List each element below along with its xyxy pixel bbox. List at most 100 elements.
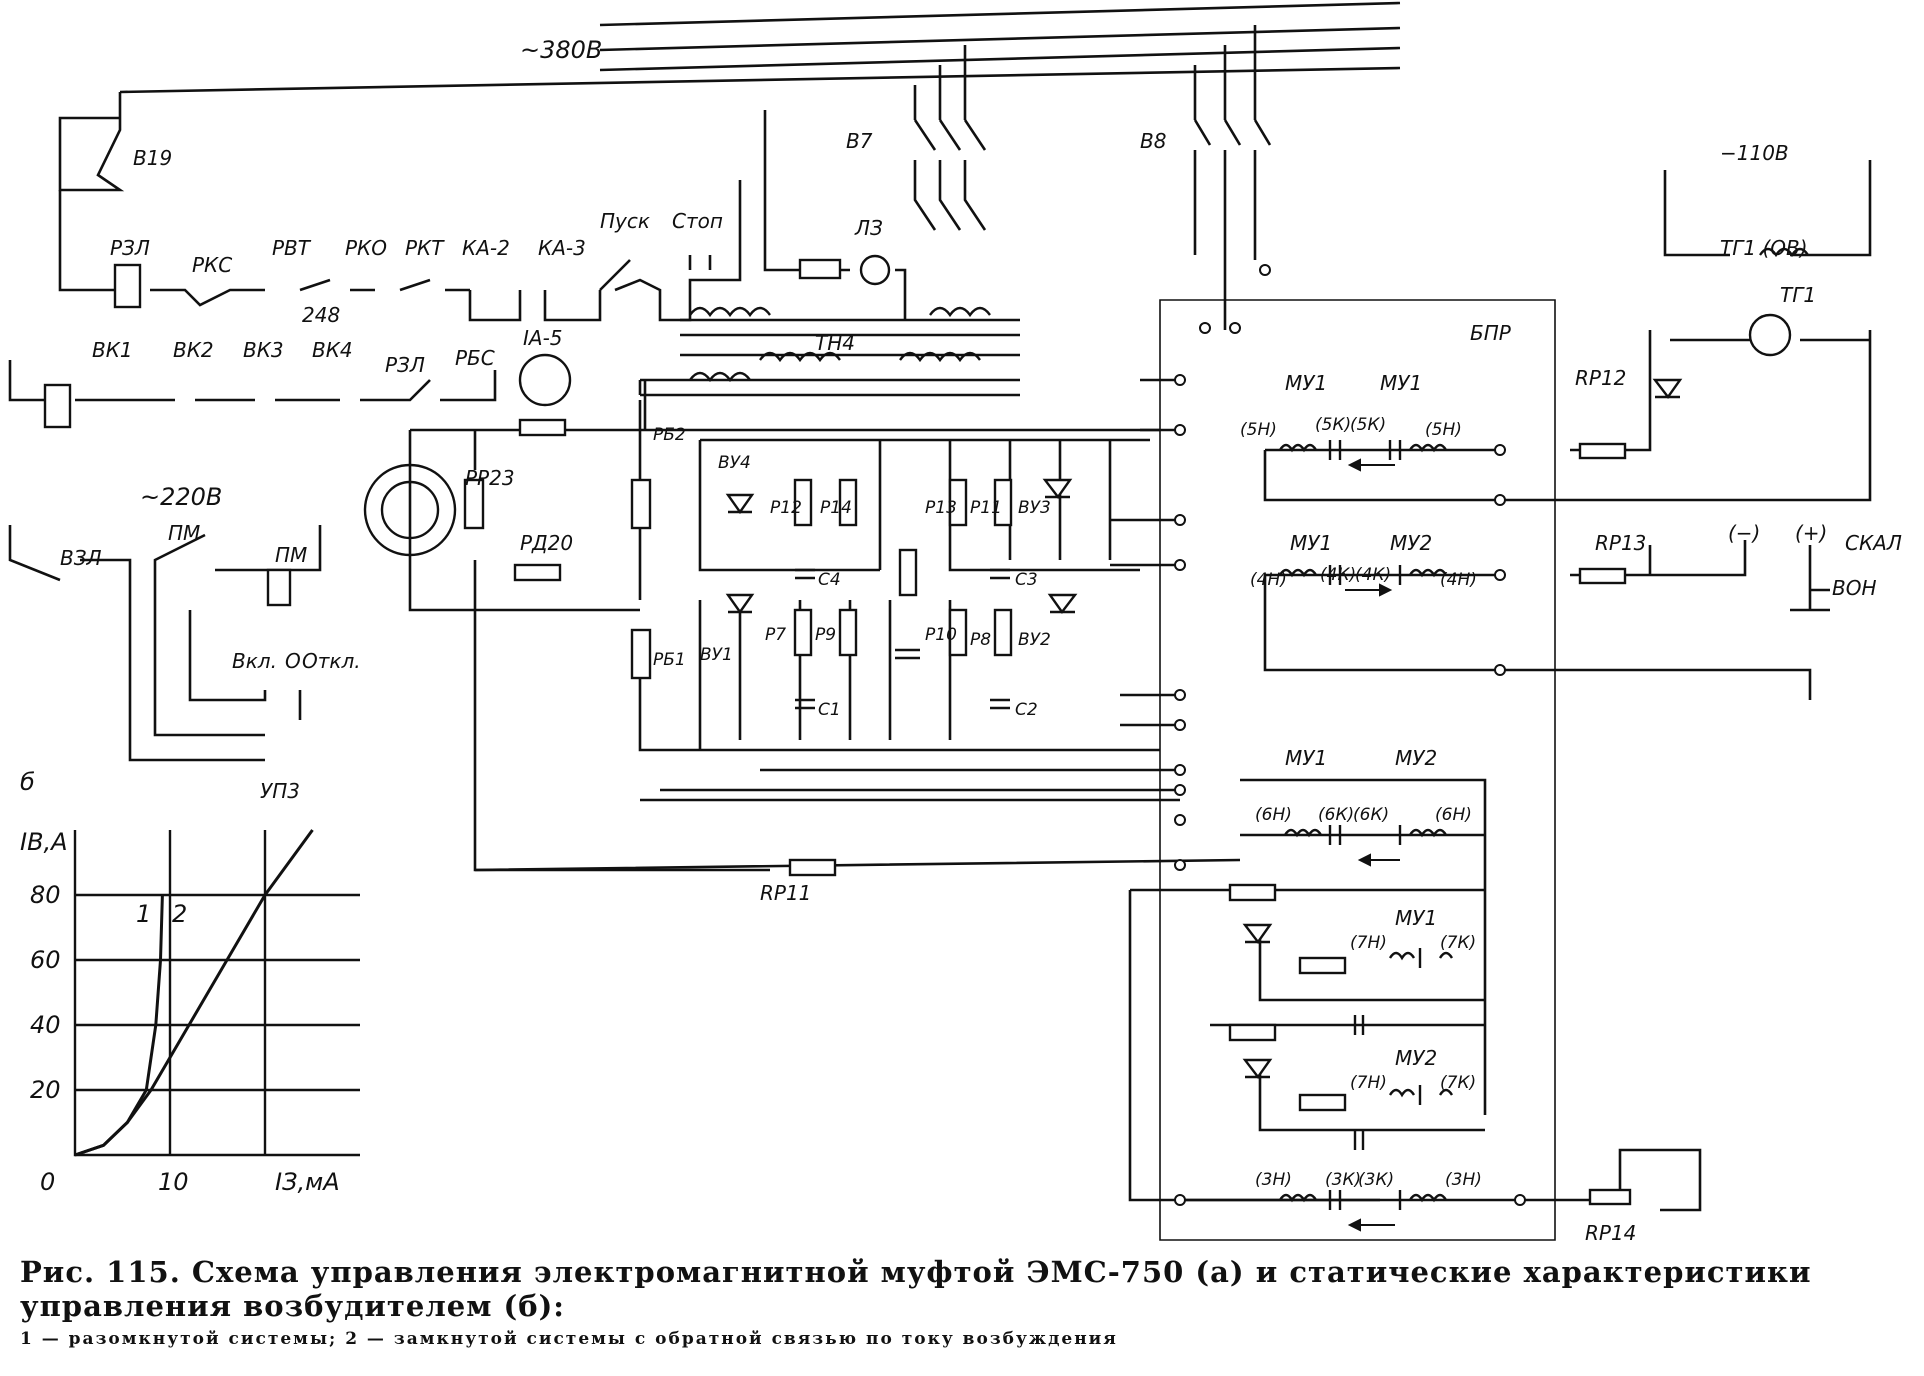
label-3h-a: (3Н): [1255, 1170, 1292, 1190]
label-pvt: РВТ: [272, 236, 312, 260]
label-stop: Стоп: [672, 209, 723, 233]
label-5h-b: (5Н): [1425, 420, 1462, 440]
label-mu1-c: МУ1: [1290, 531, 1332, 555]
label-v3l: ВЗЛ: [60, 546, 102, 570]
label-vk4: ВК4: [312, 338, 353, 362]
label-pkc: РКС: [192, 253, 232, 277]
label-7k-a: (7К): [1440, 933, 1476, 953]
label-pkt: РКТ: [405, 236, 445, 260]
label-p14: Р14: [820, 498, 852, 518]
component-labels: ~380В В19 В7 В8 ЛЗ ТН4 БПР −110В ТГ1 (ОВ…: [60, 36, 1902, 1245]
chart-ytick-label: 80: [30, 881, 61, 909]
label-up3: УП3: [260, 779, 300, 803]
curve-1-label: 1: [136, 900, 151, 928]
label-5k-a: (5К): [1315, 415, 1351, 435]
label-vk1: ВК1: [92, 338, 133, 362]
label-ia5: IА-5: [523, 326, 563, 350]
label-mu2-d: МУ2: [1395, 746, 1437, 770]
label-ka2: КА-2: [462, 236, 510, 260]
label-6h-b: (6Н): [1435, 805, 1472, 825]
label-248: 248: [302, 303, 340, 327]
label-7k-b: (7К): [1440, 1073, 1476, 1093]
label-pb1: РБ1: [653, 650, 686, 670]
label-v110: −110В: [1720, 141, 1789, 165]
label-otkl: Откл.: [302, 649, 361, 673]
chart-ytick-label: 60: [30, 946, 61, 974]
chart-series-2: [74, 829, 314, 1157]
label-tg1ov: ТГ1 (ОВ): [1720, 236, 1808, 260]
label-c2: С2: [1015, 700, 1038, 720]
label-5k-b: (5К): [1350, 415, 1386, 435]
label-4k-a: (4К): [1320, 565, 1356, 585]
label-pusk: Пуск: [600, 209, 650, 233]
label-4k-b: (4К): [1355, 565, 1391, 585]
label-p8: Р8: [970, 630, 991, 650]
label-minus: (−): [1728, 521, 1760, 545]
caption-title: Рис. 115. Схема управления электромагнит…: [20, 1255, 1812, 1323]
label-vkl: Вкл.: [232, 649, 277, 673]
chart-xtick-label: 10: [158, 1168, 189, 1196]
label-mu1-e: МУ1: [1395, 906, 1437, 930]
label-pm2: ПМ: [275, 543, 307, 567]
label-mu1-a: МУ1: [1285, 371, 1327, 395]
label-p9: Р9: [815, 625, 836, 645]
chart-ylabel: IB,A: [20, 828, 68, 856]
label-p12: Р12: [770, 498, 802, 518]
chart-static-characteristics: б IB,A IЗ,мА 20 40 60 80 0 10 1 2: [20, 768, 360, 1196]
chart-ytick-label: 40: [30, 1011, 61, 1039]
wiring: [8, 1, 1872, 1241]
label-b7: В7: [846, 129, 873, 153]
label-mu2-c: МУ2: [1390, 531, 1432, 555]
label-bpr: БПР: [1470, 321, 1512, 345]
chart-panel-label: б: [20, 768, 35, 796]
label-5h-a: (5Н): [1240, 420, 1277, 440]
label-vu3: ВУ3: [1018, 498, 1051, 518]
label-b8: В8: [1140, 129, 1166, 153]
label-4h-b: (4Н): [1440, 570, 1477, 590]
label-6k-a: (6К): [1318, 805, 1354, 825]
label-rp14: RP14: [1585, 1221, 1636, 1245]
label-skal: СКАЛ: [1845, 531, 1902, 555]
label-3h-b: (3Н): [1445, 1170, 1482, 1190]
label-c1: С1: [818, 700, 841, 720]
label-rp12: RP12: [1575, 366, 1626, 390]
curve-2-label: 2: [172, 900, 187, 928]
label-vu1: ВУ1: [700, 645, 733, 665]
diodes: [725, 378, 1683, 1080]
label-pko: РКО: [345, 236, 387, 260]
label-p3l-mid: РЗЛ: [385, 353, 425, 377]
label-l3: ЛЗ: [854, 216, 883, 240]
label-mu2-e: МУ2: [1395, 1046, 1437, 1070]
label-ka3: КА-3: [538, 236, 586, 260]
figure-caption: Рис. 115. Схема управления электромагнит…: [20, 1255, 1900, 1349]
label-plus: (+): [1795, 521, 1827, 545]
label-7h-b: (7Н): [1350, 1073, 1387, 1093]
label-o: О: [285, 649, 301, 673]
label-p10: Р10: [925, 625, 957, 645]
label-mu1-b: МУ1: [1380, 371, 1422, 395]
label-3k-a: (3К): [1325, 1170, 1361, 1190]
terminals: [1174, 264, 1526, 1206]
chart-xlabel: IЗ,мА: [275, 1168, 340, 1196]
label-p3l-top: РЗЛ: [110, 236, 150, 260]
label-pm1: ПМ: [168, 521, 200, 545]
chart-ytick-label: 20: [30, 1076, 61, 1104]
chart-series: [74, 829, 314, 1157]
components: [363, 247, 1830, 1210]
label-pbc: РБС: [455, 346, 495, 370]
label-pd20: РД20: [520, 531, 573, 555]
chart-xtick-label: 0: [40, 1168, 55, 1196]
label-6h-a: (6Н): [1255, 805, 1292, 825]
label-tn4: ТН4: [815, 331, 855, 355]
label-vu4: ВУ4: [718, 453, 751, 473]
flow-arrows: [1345, 458, 1400, 1232]
label-von: ВОН: [1832, 576, 1877, 600]
label-vu2: ВУ2: [1018, 630, 1051, 650]
label-pb2: РБ2: [653, 425, 686, 445]
chart-ticks: 20 40 60 80 0 10: [30, 881, 189, 1196]
label-v220: ~220В: [140, 483, 222, 511]
label-pp23: РР23: [465, 466, 515, 490]
label-p13: Р13: [925, 498, 957, 518]
label-b19: В19: [133, 146, 172, 170]
